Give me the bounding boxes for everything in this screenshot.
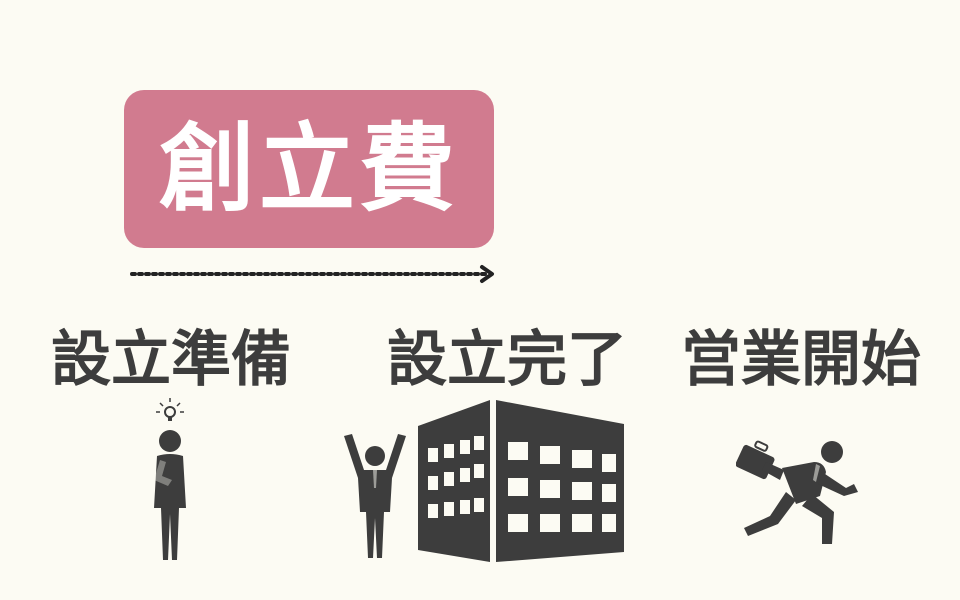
title-badge: 創立費 — [124, 90, 494, 248]
thinking-person-icon — [154, 398, 186, 560]
stage-label-opening: 営業開始 — [681, 325, 921, 395]
stage-label-preparation: 設立準備 — [51, 325, 291, 395]
running-businessman-icon — [736, 440, 858, 544]
stage-label-completion: 設立完了 — [387, 325, 627, 395]
office-building-icon — [418, 400, 624, 562]
title-text: 創立費 — [159, 113, 459, 225]
celebrating-person-icon — [344, 434, 406, 558]
dotted-arrow-icon — [130, 265, 494, 283]
